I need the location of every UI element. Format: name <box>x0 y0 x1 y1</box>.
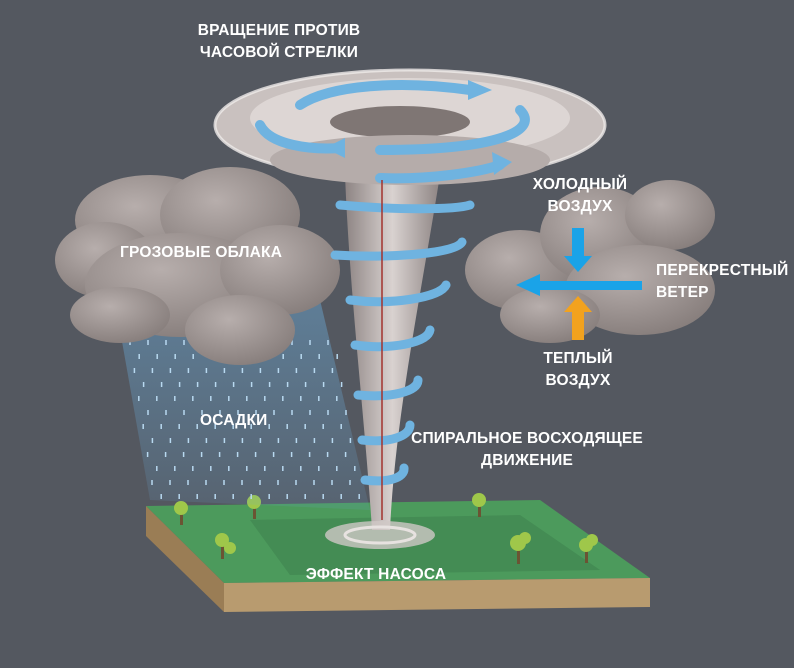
rotation-label-line2: ЧАСОВОЙ СТРЕЛКИ <box>199 44 359 61</box>
cross-wind-label: ПЕРЕКРЕСТНЫЙ ВЕТЕР <box>656 260 788 304</box>
tree <box>174 501 188 525</box>
precipitation-label: ОСАДКИ <box>200 412 268 429</box>
storm-cloud-left <box>55 167 340 365</box>
cold-air-arrow <box>564 228 592 272</box>
warm-air-label: ТЕПЛЫЙ ВОЗДУХ <box>543 348 612 392</box>
spiral-motion-label-line2: ДВИЖЕНИЕ <box>480 452 573 469</box>
spiral-bands <box>330 200 475 486</box>
cold-air-label-line1: ХОЛОДНЫЙ <box>532 176 628 193</box>
pump-effect-label: ЭФФЕКТ НАСОСА <box>305 566 447 583</box>
rotation-arrowheads <box>325 80 512 175</box>
cross-wind-label-line2: ВЕТЕР <box>656 284 709 301</box>
raindrops <box>129 340 360 499</box>
trees <box>174 493 598 564</box>
spiral-motion-label: СПИРАЛЬНОЕ ВОСХОДЯЩЕЕ ДВИЖЕНИЕ <box>411 428 643 472</box>
cross-wind-label-line1: ПЕРЕКРЕСТНЫЙ <box>656 262 789 279</box>
storm-clouds-label: ГРОЗОВЫЕ ОБЛАКА <box>120 244 283 261</box>
tree <box>472 493 486 517</box>
funnel-base <box>325 521 435 549</box>
rain-curtain <box>120 300 370 510</box>
ground-side-left <box>146 506 224 612</box>
tree <box>215 533 236 559</box>
rain-area <box>120 300 370 510</box>
cold-air-label-line2: ВОЗДУХ <box>547 198 613 215</box>
warm-air-label-line1: ТЕПЛЫЙ <box>543 350 613 367</box>
spiral-motion-label-line1: СПИРАЛЬНОЕ ВОСХОДЯЩЕЕ <box>411 430 643 447</box>
rotation-label-line1: ВРАЩЕНИЕ ПРОТИВ <box>197 22 361 39</box>
warm-air-label-line2: ВОЗДУХ <box>545 372 611 389</box>
warm-air-arrow <box>564 296 592 340</box>
cross-wind-arrow <box>516 274 642 296</box>
rotation-arrows <box>255 80 530 184</box>
cold-air-label: ХОЛОДНЫЙ ВОЗДУХ <box>533 174 628 218</box>
tree <box>579 534 598 563</box>
tree <box>510 532 531 564</box>
ground-side-front <box>224 578 650 612</box>
rotation-label: ВРАЩЕНИЕ ПРОТИВ ЧАСОВОЙ СТРЕЛКИ <box>198 20 361 64</box>
